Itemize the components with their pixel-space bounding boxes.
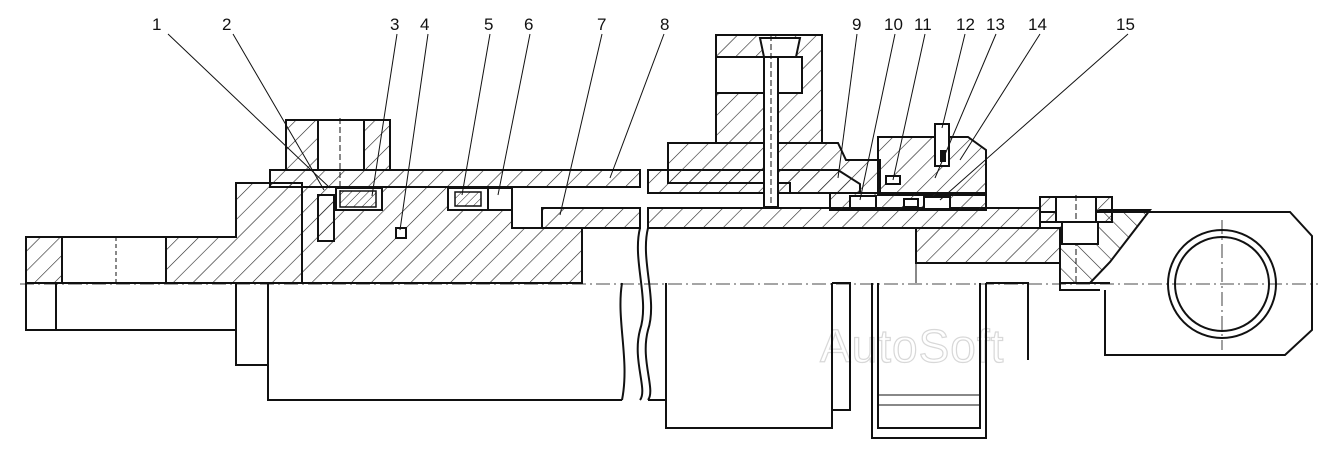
part-label-12: 12	[956, 15, 975, 34]
part-label-7: 7	[597, 15, 606, 34]
top-block-left	[285, 118, 391, 200]
leader-lines	[167, 33, 1129, 231]
rod-exterior	[267, 227, 1029, 439]
part-label-14: 14	[1028, 15, 1047, 34]
part-label-15: 15	[1116, 15, 1135, 34]
part-label-3: 3	[390, 15, 399, 34]
part-label-9: 9	[852, 15, 861, 34]
part-number-labels: 1 2 3 4 5 6 7 8 9 10 11 12 13 14 15	[152, 15, 1135, 34]
top-block-right	[667, 34, 881, 208]
part-label-6: 6	[524, 15, 533, 34]
watermark-text: AutoSoft	[820, 320, 1004, 372]
part-label-8: 8	[660, 15, 669, 34]
part-label-11: 11	[914, 15, 932, 34]
right-rod-end	[915, 195, 1313, 356]
part-label-5: 5	[484, 15, 493, 34]
part-label-1: 1	[152, 15, 161, 34]
part-label-2: 2	[222, 15, 231, 34]
part-label-13: 13	[986, 15, 1005, 34]
part-label-4: 4	[420, 15, 429, 34]
gland-head	[829, 123, 987, 211]
part-label-10: 10	[884, 15, 903, 34]
left-rod-end	[25, 182, 303, 366]
